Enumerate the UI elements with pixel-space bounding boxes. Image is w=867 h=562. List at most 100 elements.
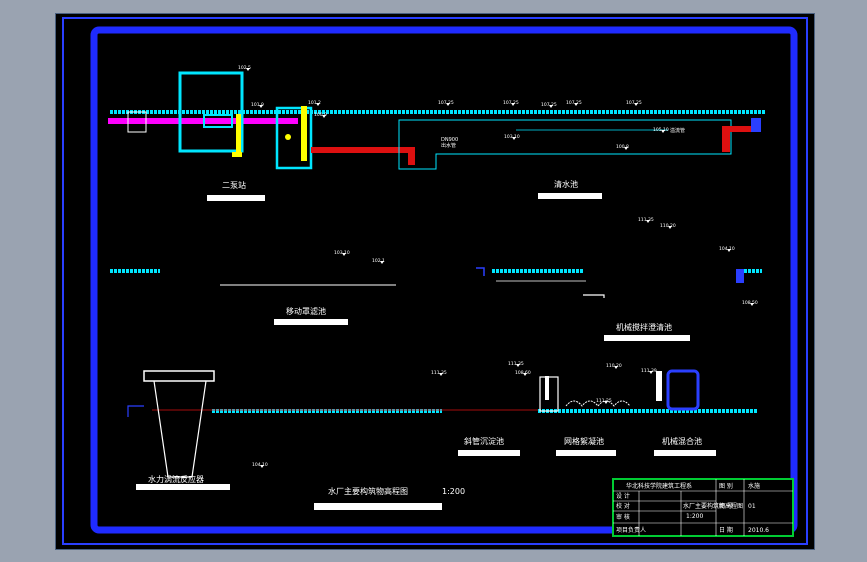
inner-frame bbox=[90, 26, 798, 534]
underline-hydraulic-mixer bbox=[136, 484, 230, 490]
overflow-box-blue bbox=[751, 118, 761, 132]
underline-mech-clarifier bbox=[604, 335, 690, 341]
mixing-tank bbox=[666, 369, 700, 411]
elevation-marker-icon bbox=[750, 303, 754, 306]
label-hydraulic-mixer: 水力涡流反应器 bbox=[148, 474, 204, 484]
elevation-marker-icon bbox=[316, 103, 320, 106]
title-block-border bbox=[612, 478, 794, 537]
title-block-date-value: 2010.6 bbox=[748, 527, 769, 534]
inlet-box bbox=[127, 111, 147, 133]
pump-station-building bbox=[178, 71, 244, 153]
title-block-field-check: 校 对 bbox=[616, 502, 630, 510]
label-clear-water-tank: 清水池 bbox=[554, 179, 578, 189]
elevation-label: 100.9 bbox=[314, 112, 327, 118]
elevation-label: 107.25 bbox=[503, 100, 519, 106]
elevation-label: 101.2 bbox=[308, 100, 321, 106]
elevation-marker-icon bbox=[439, 373, 443, 376]
drawing-main-title: 水厂主要构筑物高程图 bbox=[328, 486, 408, 496]
underline-inclined-tube-settler bbox=[458, 450, 520, 456]
title-block-category-value: 水施 bbox=[748, 482, 760, 490]
drawing-scale: 1:200 bbox=[442, 487, 465, 496]
elevation-label: 107.25 bbox=[541, 102, 557, 108]
elevation-marker-icon bbox=[342, 253, 346, 256]
elevation-marker-icon bbox=[523, 373, 527, 376]
label-inclined-tube-settler: 斜管沉淀池 bbox=[464, 436, 504, 446]
elevation-marker-icon bbox=[646, 220, 650, 223]
clarifier-outlet-step bbox=[583, 294, 605, 298]
title-block-school: 华北科技学院建筑工程系 bbox=[626, 482, 692, 490]
elevation-marker-icon bbox=[322, 115, 326, 118]
elevation-label: 108.60 bbox=[515, 370, 531, 376]
elevation-marker-icon bbox=[380, 261, 384, 264]
elevation-marker-icon bbox=[446, 103, 450, 106]
elevation-marker-icon bbox=[246, 68, 250, 71]
elevation-marker-icon bbox=[260, 465, 264, 468]
label-mobile-filter: 移动罩滤池 bbox=[286, 306, 326, 316]
elevation-markers: 102.5 101.9 101.2 100.9 107.25 107.25 107.25 10… bbox=[238, 65, 758, 468]
overflow-pipe-red bbox=[722, 128, 730, 152]
title-block-field-design: 设 计 bbox=[616, 492, 630, 500]
settler-pipe bbox=[545, 376, 549, 400]
elevation-label: 103.10 bbox=[334, 250, 350, 256]
label-mech-mixing-tank: 机械混合池 bbox=[662, 436, 702, 446]
elevation-label: 100.8 bbox=[616, 144, 629, 150]
title-block-number-value: 01 bbox=[748, 503, 756, 510]
suction-pipe bbox=[301, 106, 307, 161]
elevation-marker-icon bbox=[649, 371, 653, 374]
outlet-pipe-red bbox=[311, 147, 411, 153]
title-block-drawing-name: 水厂主要构筑物高程图 bbox=[683, 502, 743, 510]
title-block-date-label: 日 期 bbox=[719, 526, 733, 534]
elevation-label: 102.5 bbox=[238, 65, 251, 71]
elevation-label: 103.10 bbox=[504, 134, 520, 140]
underline-mech-mixing-tank bbox=[654, 450, 716, 456]
elevation-label: 111.35 bbox=[431, 370, 447, 376]
elevation-marker-icon bbox=[634, 103, 638, 106]
underline-mobile-filter bbox=[274, 319, 348, 325]
elevation-label: 104.10 bbox=[719, 246, 735, 252]
elevation-label: 111.35 bbox=[508, 361, 524, 367]
suction-well bbox=[275, 106, 313, 170]
flocculation-grid bbox=[565, 400, 631, 407]
elevation-marker-icon bbox=[624, 147, 628, 150]
title-block: 华北科技学院建筑工程系 设 计 校 对 审 核 项目负责人 水厂主要构筑物高程图… bbox=[612, 478, 794, 537]
valve-icon bbox=[285, 134, 291, 140]
title-block-field-review: 审 核 bbox=[616, 513, 630, 521]
pump-elbow bbox=[232, 152, 242, 157]
elevation-label: 107.25 bbox=[626, 100, 642, 106]
title-block-field-lead: 项目负责人 bbox=[616, 526, 646, 534]
label-overflow-pipe: 溢流管 bbox=[670, 127, 685, 134]
reactor-funnel bbox=[153, 380, 207, 478]
label-outlet-pipe: 出水管 bbox=[441, 142, 456, 149]
raw-water-inlet bbox=[127, 405, 144, 417]
label-mech-clarifier: 机械搅拌澄清池 bbox=[616, 322, 672, 332]
underline-main-title bbox=[314, 503, 442, 510]
title-block-category-label: 图 别 bbox=[719, 482, 733, 490]
elevation-label: 107.25 bbox=[438, 100, 454, 106]
elevation-marker-icon bbox=[549, 105, 553, 108]
drawing-canvas: DN900 出水管 溢流管 二泵站 清水池 移动罩滤池 机械搅拌澄清池 水力涡流… bbox=[55, 13, 815, 550]
elevation-label: 111.39 bbox=[641, 368, 657, 374]
elevation-label: 111.35 bbox=[638, 217, 654, 223]
elevation-drawing: DN900 出水管 溢流管 二泵站 清水池 移动罩滤池 机械搅拌澄清池 水力涡流… bbox=[62, 17, 808, 545]
elevation-label: 105.10 bbox=[653, 127, 669, 133]
elevation-label: 104.10 bbox=[252, 462, 268, 468]
elevation-label: 107.25 bbox=[566, 100, 582, 106]
mixing-inlet bbox=[656, 371, 662, 401]
pump-unit bbox=[203, 114, 233, 128]
elevation-marker-icon bbox=[604, 401, 608, 404]
overflow-pipe-top bbox=[722, 126, 752, 132]
label-grid-flocculation: 网格絮凝池 bbox=[564, 436, 604, 446]
clarifier-blue-pipe bbox=[736, 269, 744, 283]
label-pump-station: 二泵站 bbox=[222, 180, 246, 190]
elevation-label: 101.9 bbox=[251, 102, 264, 108]
clarifier-inlet-pipe bbox=[476, 267, 485, 276]
pump-riser-pipe bbox=[236, 114, 241, 154]
elevation-marker-icon bbox=[668, 226, 672, 229]
clear-water-tank bbox=[398, 119, 732, 170]
elevation-label: 108.50 bbox=[742, 300, 758, 306]
elevation-marker-icon bbox=[516, 364, 520, 367]
elevation-marker-icon bbox=[661, 130, 665, 133]
elevation-label: 111.25 bbox=[596, 398, 612, 404]
outlet-pipe-drop bbox=[408, 147, 415, 165]
elevation-marker-icon bbox=[512, 137, 516, 140]
